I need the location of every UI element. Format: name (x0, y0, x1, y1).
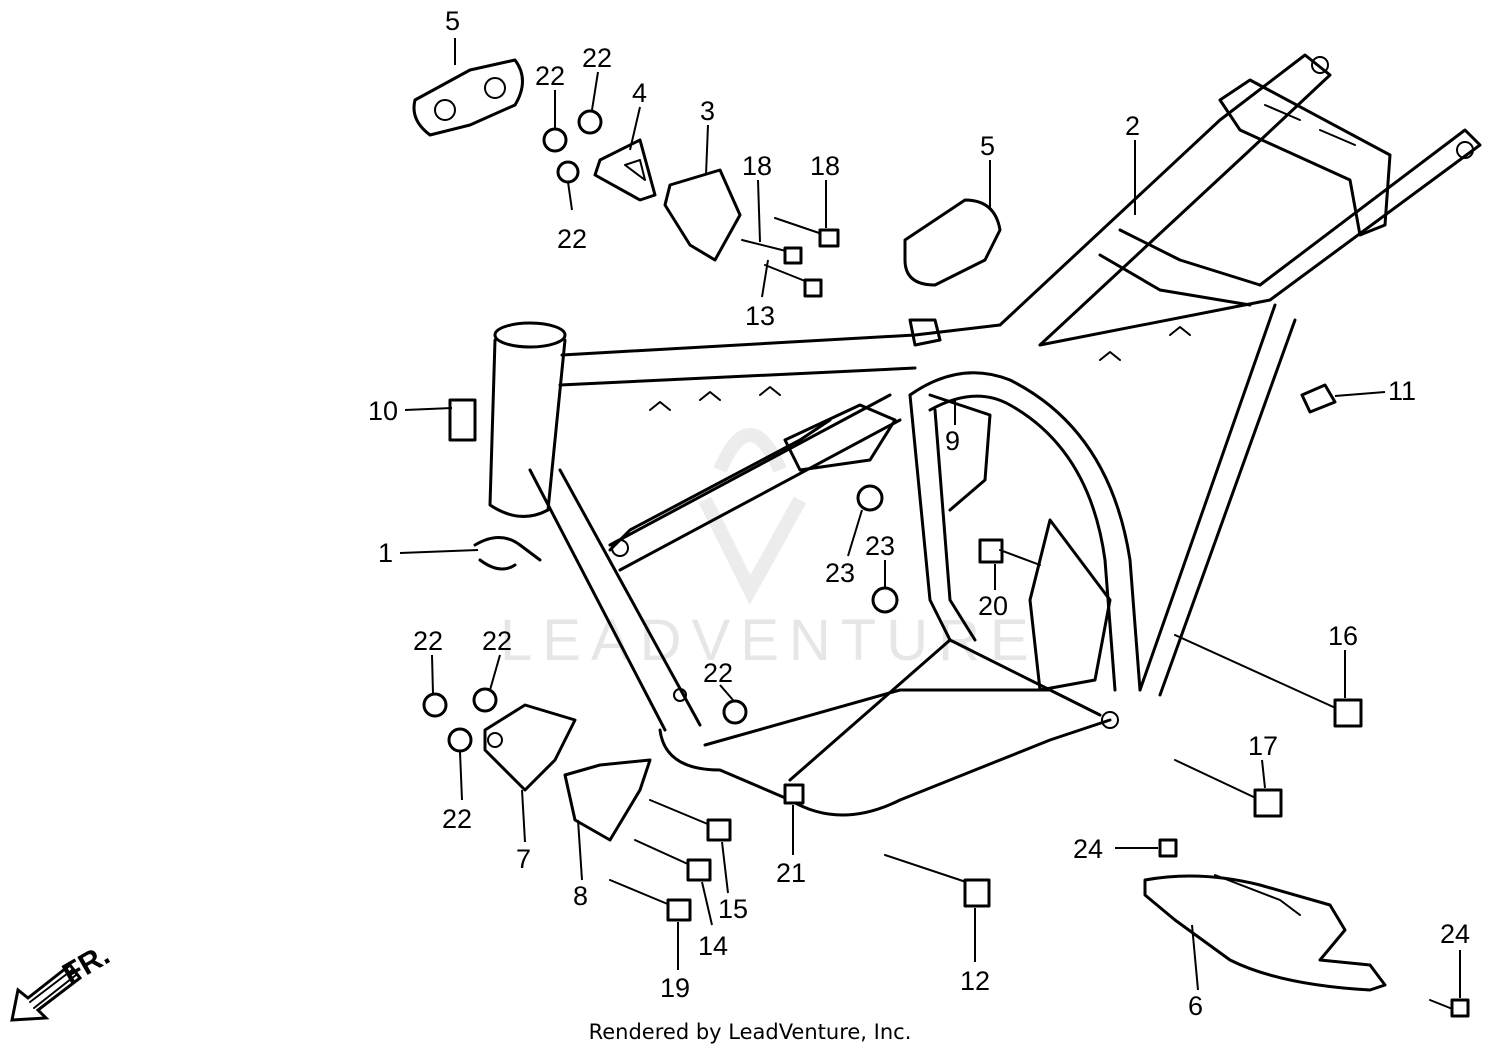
callout-5: 5 (445, 6, 460, 36)
mount-hole-c (1101, 711, 1119, 729)
callout-23: 23 (865, 531, 895, 561)
head-tube-top (493, 321, 567, 349)
mount-hole-d (1456, 141, 1474, 159)
rear-down-tube (1138, 303, 1297, 697)
callout-3: 3 (700, 96, 715, 126)
head-tube (488, 328, 567, 518)
callout-20: 20 (978, 591, 1008, 621)
part-20-bolt[interactable] (978, 538, 1041, 566)
callout-17: 17 (1248, 731, 1278, 761)
callout-7: 7 (516, 844, 531, 874)
part-5-holder[interactable] (412, 58, 524, 137)
callout-4: 4 (632, 78, 647, 108)
part-8-bracket[interactable] (563, 758, 652, 842)
footer-credit: Rendered by LeadVenture, Inc. (588, 1020, 912, 1044)
mount-hole-e (1311, 56, 1329, 74)
callout-2: 2 (1125, 111, 1140, 141)
part-11-clip[interactable] (1300, 383, 1337, 414)
engine-upper-rail (608, 393, 902, 572)
part-21-collar[interactable] (783, 783, 805, 805)
rear-crossmember (1218, 78, 1392, 237)
main-frame[interactable] (488, 53, 1482, 817)
callout-18: 18 (810, 151, 840, 181)
seat-rail-left (998, 53, 1332, 347)
leader-lines (399, 38, 1461, 998)
front-direction-indicator: FR. (10, 938, 115, 1022)
watermark-text: LEADVENTURE (500, 608, 1039, 673)
mount-hole-b (673, 688, 687, 702)
part-6-guard[interactable] (1143, 874, 1387, 992)
callout-14: 14 (698, 931, 728, 961)
callout-6: 6 (1188, 991, 1203, 1021)
upper-mount-tab (908, 318, 942, 347)
center-loop-tube (908, 371, 1142, 692)
callout-15: 15 (718, 894, 748, 924)
part-23-nuts[interactable] (856, 484, 899, 614)
callout-5: 5 (980, 131, 995, 161)
gusset-bracket (783, 403, 897, 472)
center-inner-tube (908, 393, 977, 642)
lower-engine-rail (788, 638, 1052, 782)
part-4-bracket[interactable] (593, 138, 657, 202)
callout-16: 16 (1328, 621, 1358, 651)
callout-21: 21 (776, 858, 806, 888)
part-9-plate[interactable] (928, 393, 992, 512)
callout-22: 22 (413, 626, 443, 656)
callout-24: 24 (1073, 834, 1103, 864)
callout-22: 22 (482, 626, 512, 656)
part-3-bracket[interactable] (663, 168, 742, 262)
seat-cross-brace (1098, 228, 1262, 307)
callout-22: 22 (703, 658, 733, 688)
part-15-14-19-bolts[interactable] (609, 799, 732, 922)
part-10-sleeve[interactable] (448, 398, 477, 442)
part-7-bracket[interactable] (483, 703, 577, 792)
callout-10: 10 (368, 396, 398, 426)
frame-tabs (649, 326, 1191, 411)
callout-8: 8 (573, 881, 588, 911)
callout-22: 22 (442, 804, 472, 834)
callout-22: 22 (535, 61, 565, 91)
callout-23: 23 (825, 558, 855, 588)
seat-rail-right (1038, 128, 1482, 347)
part-24-bolts[interactable] (1158, 838, 1470, 1018)
callout-13: 13 (745, 301, 775, 331)
part-1-clamp[interactable] (473, 536, 542, 571)
part-16-17-12-bolts[interactable] (884, 634, 1363, 908)
callout-22: 22 (582, 43, 612, 73)
front-arrow-icon (10, 962, 83, 1022)
callout-labels: 5 22 22 22 4 3 18 18 13 5 2 10 11 1 9 23… (368, 6, 1470, 1021)
front-down-tube (528, 468, 702, 732)
watermark-logo-icon (698, 428, 807, 606)
mount-hole-a (611, 539, 629, 557)
callout-18: 18 (742, 151, 772, 181)
part-18-13-bolts[interactable] (741, 217, 840, 298)
callout-11: 11 (1388, 376, 1416, 406)
callout-9: 9 (945, 426, 960, 456)
rear-crossmember-slot (1264, 104, 1356, 146)
part-22-nuts-top[interactable] (542, 109, 603, 184)
part-22-nuts-left[interactable] (422, 687, 748, 753)
watermark: LEADVENTURE (500, 428, 1039, 673)
top-tube (558, 323, 1002, 387)
part-5-rubber[interactable] (903, 198, 1002, 287)
callout-1: 1 (378, 538, 393, 568)
callout-24: 24 (1440, 919, 1470, 949)
callout-12: 12 (960, 966, 990, 996)
callout-22: 22 (557, 224, 587, 254)
callout-19: 19 (660, 973, 690, 1003)
pivot-plate (1028, 518, 1112, 692)
